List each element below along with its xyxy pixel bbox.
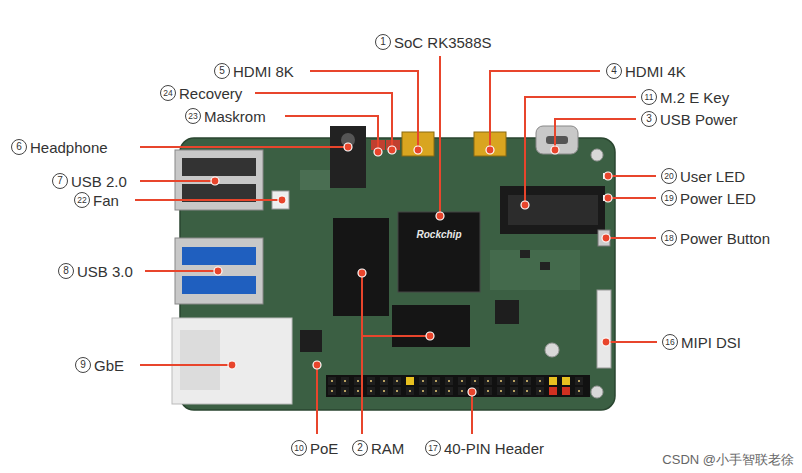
part-name: Recovery: [179, 85, 242, 102]
part-name: User LED: [680, 168, 745, 185]
leader-lines: [135, 56, 657, 434]
part-name: 40-PIN Header: [444, 440, 544, 457]
part-name: MIPI DSI: [681, 334, 741, 351]
part-name: USB 2.0: [71, 173, 127, 190]
part-name: HDMI 8K: [233, 63, 294, 80]
callout-number: 4: [606, 63, 622, 79]
callout-number: 23: [185, 108, 201, 124]
callout-number: 18: [661, 230, 677, 246]
callout-number: 16: [662, 334, 678, 350]
callout-number: 19: [661, 190, 677, 206]
callout-number: 3: [641, 111, 657, 127]
callout-number: 9: [75, 357, 91, 373]
callout-number: 17: [425, 440, 441, 456]
chip-marking: Rockchip: [416, 229, 461, 240]
part-name: GbE: [94, 357, 124, 374]
callout-number: 24: [160, 85, 176, 101]
part-name: Power Button: [680, 230, 770, 247]
callout-number: 2: [352, 440, 368, 456]
part-name: Power LED: [680, 190, 756, 207]
part-name: SoC RK3588S: [394, 34, 492, 51]
part-name: HDMI 4K: [625, 63, 686, 80]
callout-number: 6: [11, 139, 27, 155]
part-name: Fan: [93, 192, 119, 209]
part-name: USB 3.0: [77, 263, 133, 280]
part-name: Headphone: [30, 139, 108, 156]
callout-number: 11: [641, 89, 657, 105]
callout-number: 22: [74, 192, 90, 208]
callout-number: 8: [58, 263, 74, 279]
callout-number: 1: [375, 34, 391, 50]
callout-number: 10: [291, 440, 307, 456]
watermark: CSDN @小手智联老徐: [662, 451, 794, 469]
part-name: Maskrom: [204, 108, 266, 125]
part-name: RAM: [371, 440, 404, 457]
callout-number: 7: [52, 173, 68, 189]
part-name: M.2 E Key: [660, 89, 729, 106]
callout-number: 5: [214, 63, 230, 79]
callout-number: 20: [661, 168, 677, 184]
part-name: PoE: [310, 440, 338, 457]
leader-dots: [211, 143, 612, 396]
part-name: USB Power: [660, 111, 738, 128]
